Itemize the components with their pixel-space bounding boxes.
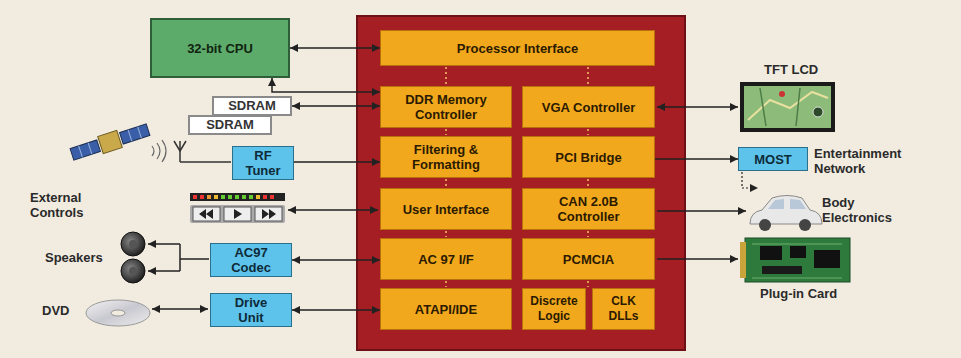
interface-block: Processor Interface — [380, 30, 655, 66]
device-label: Plug-in Card — [760, 286, 837, 301]
box-label: CLK DLLs — [596, 294, 651, 324]
box-label: Discrete Logic — [526, 294, 582, 324]
plugin-card — [740, 238, 850, 282]
connector-arrow — [290, 47, 380, 49]
connector-arrow — [292, 259, 380, 261]
box-label: DDR Memory Controller — [387, 92, 505, 122]
lcd-screen — [740, 82, 835, 132]
external-device: RF Tuner — [232, 146, 294, 180]
interface-block: Discrete Logic — [522, 288, 586, 330]
external-device: Drive Unit — [210, 293, 292, 327]
device-label: Entertainment Network — [814, 146, 926, 176]
interface-block: Filtering & Formatting — [380, 136, 512, 178]
interface-block: AC 97 I/F — [380, 238, 512, 280]
interface-block: PCI Bridge — [522, 136, 655, 178]
cpu-box: 32-bit CPU — [150, 18, 290, 78]
interface-block: CAN 2.0B Controller — [522, 188, 655, 230]
connector-arrow — [272, 78, 380, 92]
dvd-wire — [152, 308, 208, 310]
antenna-symbol — [174, 141, 231, 162]
most-link — [742, 172, 758, 188]
interface-block: User Interface — [380, 188, 512, 230]
car-icon — [750, 196, 822, 232]
device-label: DVD — [42, 303, 69, 318]
signal-waves — [152, 140, 166, 162]
box-label: SDRAM — [228, 98, 276, 114]
box-label: MOST — [754, 152, 792, 167]
box-label: ATAPI/IDE — [415, 302, 477, 317]
card-wire — [657, 258, 738, 260]
box-label: RF Tuner — [243, 148, 283, 178]
external-device: MOST — [738, 147, 808, 171]
box-label: VGA Controller — [542, 100, 635, 115]
device-label: Body Electronics — [822, 195, 922, 225]
interface-block: ATAPI/IDE — [380, 288, 512, 330]
car-wire — [657, 210, 746, 212]
box-label: CAN 2.0B Controller — [529, 194, 648, 224]
interface-block: DDR Memory Controller — [380, 86, 512, 128]
box-label: Processor Interface — [457, 41, 578, 56]
box-label: SDRAM — [206, 117, 254, 133]
box-label: AC 97 I/F — [418, 252, 474, 267]
control-panel — [190, 193, 285, 223]
dvd-disc — [86, 300, 150, 326]
interface-block: VGA Controller — [522, 86, 655, 128]
lcd-wire — [657, 106, 738, 108]
box-label: Filtering & Formatting — [387, 142, 505, 172]
memory-chip: SDRAM — [188, 115, 272, 135]
connector-arrow — [294, 161, 380, 163]
interface-block: CLK DLLs — [592, 288, 655, 330]
box-label: PCI Bridge — [555, 150, 621, 165]
interface-block: PCMCIA — [522, 238, 655, 280]
satellite-icon — [69, 121, 151, 163]
box-label: Drive Unit — [221, 295, 281, 325]
box-label: User Interface — [403, 202, 490, 217]
connector-arrow — [655, 158, 738, 160]
speaker-icons — [121, 232, 145, 283]
connector-arrow — [292, 309, 380, 311]
device-label: TFT LCD — [764, 62, 818, 77]
box-label: PCMCIA — [563, 252, 614, 267]
box-label: AC97 Codec — [221, 245, 281, 275]
device-label: External Controls — [30, 190, 120, 220]
connector-arrow — [292, 105, 380, 107]
memory-chip: SDRAM — [212, 96, 292, 116]
box-label: 32-bit CPU — [187, 41, 253, 56]
device-label: Speakers — [45, 250, 103, 265]
external-device: AC97 Codec — [210, 243, 292, 277]
speaker-wires — [148, 244, 209, 271]
control-wire — [288, 209, 378, 211]
